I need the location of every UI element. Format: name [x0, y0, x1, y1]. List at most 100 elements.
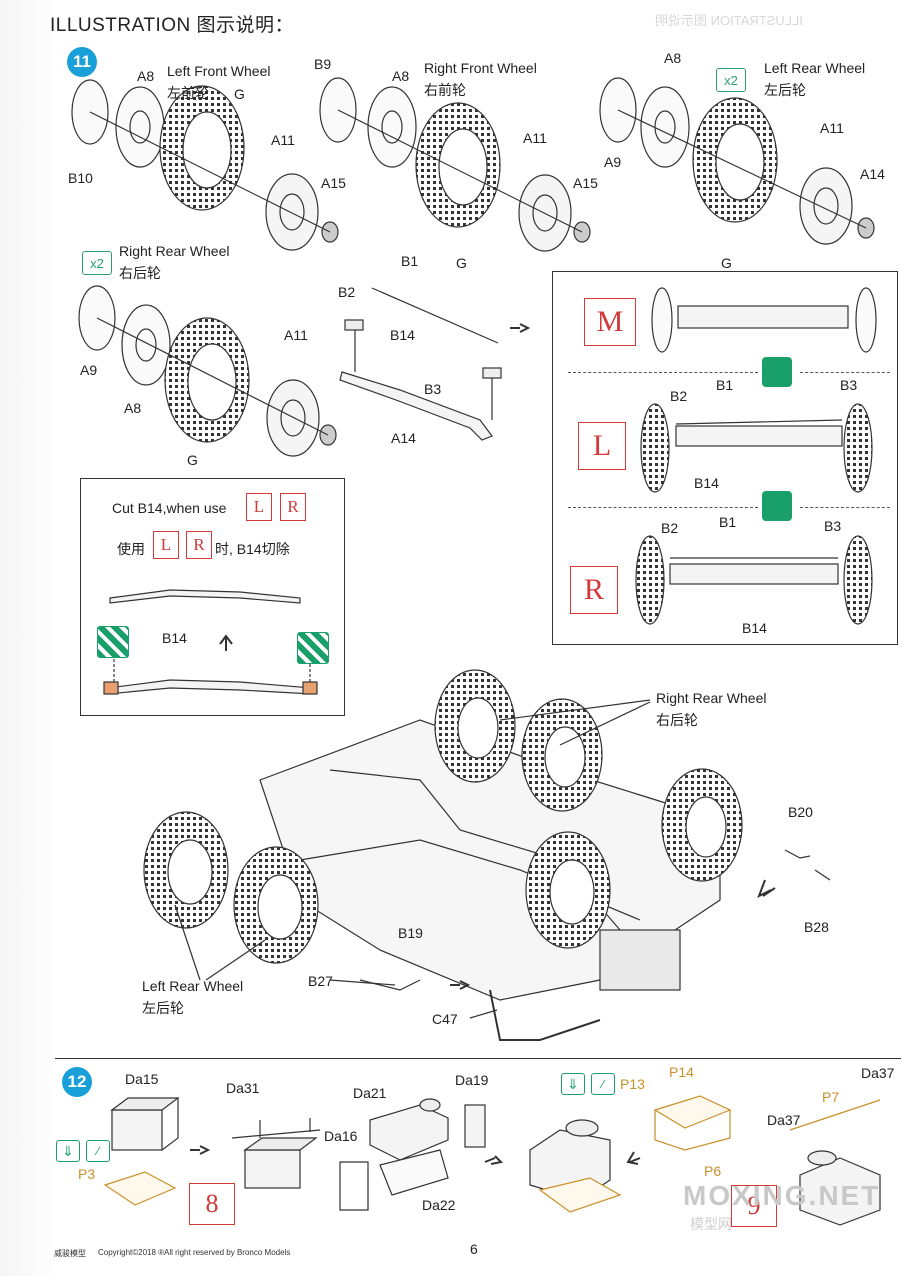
page-header: ILLUSTRATION 图示说明： [50, 15, 295, 36]
step-12-divider [55, 1058, 901, 1233]
part-label: A11 [820, 120, 844, 136]
divider [800, 507, 890, 508]
part-label: A14 [391, 430, 416, 446]
variant-l-small: L [153, 531, 179, 559]
divider [800, 372, 890, 373]
part-label: A8 [392, 68, 410, 84]
glue-down-icon: ⇓ [56, 1140, 80, 1162]
part-label: P6 [704, 1163, 722, 1179]
right-rear-left-title: Right Rear Wheel [119, 243, 230, 259]
glue-brush-icon: ∕ [86, 1140, 110, 1162]
variant-l: L [578, 422, 626, 470]
part-label: Da37 [861, 1065, 895, 1081]
part-label: A8 [664, 50, 682, 66]
qty-badge: x2 [716, 68, 746, 92]
part-label: A9 [604, 154, 622, 170]
part-label: B28 [804, 919, 829, 935]
left-front-title: Left Front Wheel [167, 63, 271, 79]
part-label: A11 [284, 327, 308, 343]
cut-note-box [80, 478, 345, 716]
glue-down-icon: ⇓ [561, 1073, 585, 1095]
part-label: B2 [338, 284, 356, 300]
assembly-right-rear: Right Rear Wheel [656, 690, 767, 706]
variant-r-small: R [186, 531, 212, 559]
variant-r-small: R [280, 493, 306, 521]
part-label: P7 [822, 1089, 840, 1105]
part-label: B14 [390, 327, 415, 343]
part-label: A11 [271, 132, 295, 148]
part-label: B19 [398, 925, 423, 941]
cement-icon [762, 357, 792, 387]
part-label: Da31 [226, 1080, 260, 1096]
part-label: A11 [523, 130, 547, 146]
part-label: B14 [742, 620, 767, 636]
part-label: B2 [661, 520, 679, 536]
assembly-left-rear-cn: 左后轮 [142, 1000, 184, 1016]
part-label: B9 [314, 56, 332, 72]
watermark: MOXING.NET [683, 1180, 881, 1211]
divider [568, 372, 758, 373]
part-label: B27 [308, 973, 333, 989]
part-label: B10 [68, 170, 93, 186]
footer-copyright: Copyright©2018 ®All right reserved by Br… [98, 1248, 291, 1257]
part-label: C47 [432, 1011, 458, 1027]
part-label: G [721, 255, 732, 271]
part-label: P14 [669, 1064, 694, 1080]
right-front-title: Right Front Wheel [424, 60, 537, 76]
part-label: B2 [670, 388, 688, 404]
watermark-cn: 模型网 [690, 1216, 732, 1232]
right-rear-top-title-cn: 左后轮 [764, 82, 806, 98]
left-page-shadow [0, 0, 60, 1276]
part-label: B3 [824, 518, 842, 534]
cut-note-en: Cut B14,when use [112, 500, 227, 516]
part-label: G [234, 86, 245, 102]
variant-8: 8 [189, 1183, 235, 1225]
part-label: Da15 [125, 1071, 159, 1087]
qty-badge: x2 [82, 251, 112, 275]
part-label: B1 [716, 377, 734, 393]
left-front-title-cn: 左前轮 [167, 85, 209, 101]
part-label: A8 [137, 68, 155, 84]
part-label: A14 [860, 166, 885, 182]
part-label: B3 [840, 377, 858, 393]
part-label: Da22 [422, 1197, 456, 1213]
right-front-title-cn: 右前轮 [424, 82, 466, 98]
cut-note-cn-prefix: 使用 [117, 541, 145, 557]
part-label: A15 [321, 175, 346, 191]
part-label: G [456, 255, 467, 271]
part-label: Da16 [324, 1128, 358, 1144]
part-label: Da21 [353, 1085, 387, 1101]
part-label: B3 [424, 381, 442, 397]
cut-icon [97, 626, 129, 658]
part-label: A8 [124, 400, 142, 416]
part-label: Da37 [767, 1112, 801, 1128]
page-number: 6 [470, 1241, 478, 1257]
step-12-badge: 12 [62, 1067, 92, 1097]
part-label: B1 [401, 253, 419, 269]
right-rear-left-title-cn: 右后轮 [119, 265, 161, 281]
cut-icon [297, 632, 329, 664]
part-label: B14 [162, 630, 187, 646]
assembly-left-rear: Left Rear Wheel [142, 978, 244, 994]
part-label: B1 [719, 514, 737, 530]
part-label: G [187, 452, 198, 468]
variant-box [552, 271, 898, 645]
divider [568, 507, 758, 508]
variant-9: 9 [731, 1185, 777, 1227]
assembly-right-rear-cn: 右后轮 [656, 712, 698, 728]
footer-brand: 威骏模型 [54, 1249, 86, 1258]
part-label: B14 [694, 475, 719, 491]
part-label: P3 [78, 1166, 96, 1182]
part-label: A15 [573, 175, 598, 191]
variant-m: M [584, 298, 636, 346]
step-11-badge: 11 [67, 47, 97, 77]
variant-r: R [570, 566, 618, 614]
part-label: P13 [620, 1076, 645, 1092]
cement-icon [762, 491, 792, 521]
part-label: B20 [788, 804, 813, 820]
right-rear-top-title: Left Rear Wheel [764, 60, 866, 76]
variant-l-small: L [246, 493, 272, 521]
cut-note-cn-suffix: 时, B14切除 [215, 541, 290, 557]
part-label: Da19 [455, 1072, 489, 1088]
